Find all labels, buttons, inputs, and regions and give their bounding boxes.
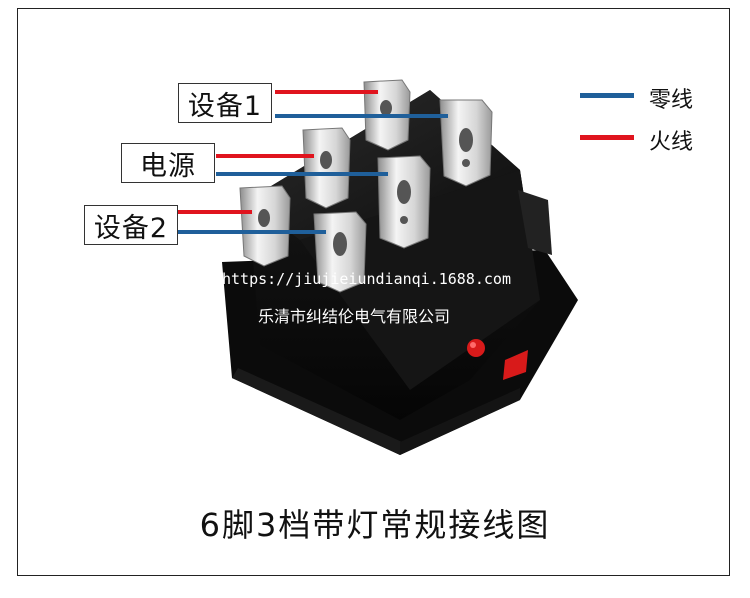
diagram-frame	[17, 8, 730, 576]
diagram-caption: 6脚3档带灯常规接线图	[199, 506, 551, 544]
terminal-top-right	[439, 99, 493, 187]
label-device1: 设备1	[178, 83, 272, 123]
watermark-company: 乐清市纠结伦电气有限公司	[258, 307, 451, 326]
legend-live-label: 火线	[649, 130, 694, 155]
terminal-front-right	[313, 211, 367, 293]
legend-neutral-line	[580, 93, 634, 98]
rocker-edge	[503, 350, 528, 380]
indicator-lamp-highlight	[470, 342, 476, 348]
legend-live-line	[580, 135, 634, 140]
terminal-mid-left	[302, 127, 351, 209]
terminal-front-left	[239, 185, 291, 267]
label-device2: 设备2	[84, 205, 178, 245]
watermark-url: https://jiujieiundianqi.1688.com	[222, 270, 511, 288]
terminal-mid-right	[377, 155, 431, 249]
indicator-lamp	[467, 339, 485, 357]
label-power: 电源	[121, 143, 215, 183]
legend-neutral-label: 零线	[649, 88, 694, 113]
